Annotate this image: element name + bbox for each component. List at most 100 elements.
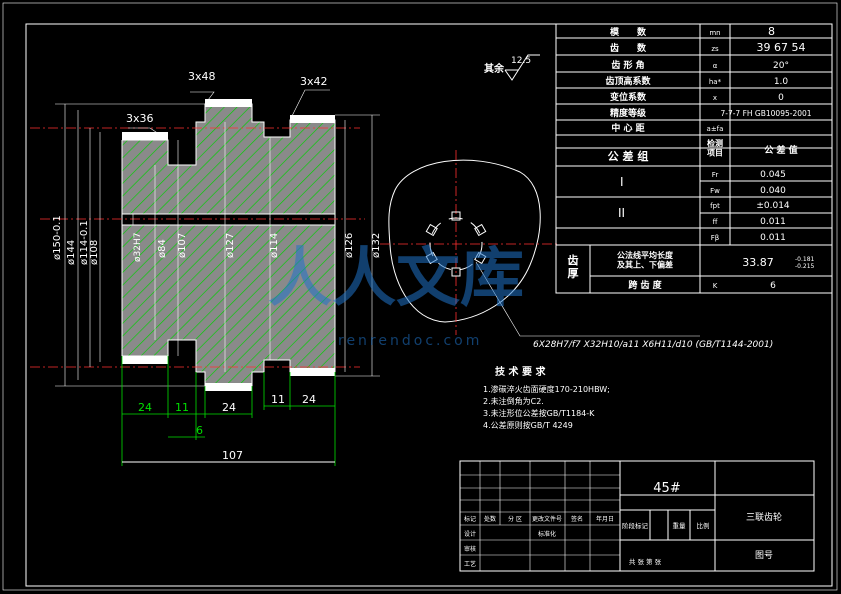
tooth-band-2-bottom [205, 383, 252, 391]
tol-value: 0.011 [760, 233, 786, 243]
drawing-number: 图号 [755, 550, 773, 561]
tol-sym: ff [713, 218, 718, 226]
dim-l24a: 24 [138, 401, 152, 414]
tol-sym: Fw [710, 187, 720, 195]
dim-l107: 107 [222, 449, 243, 462]
thickness-row1-label: 公法线平均长度及其上、下偏差 [617, 250, 674, 270]
param-sym: zs [711, 45, 719, 53]
std-label: 标准化 [538, 530, 556, 538]
dim-l11b: 11 [271, 393, 285, 406]
tech-item-1: 1.渗碳淬火齿面硬度170-210HBW; [483, 384, 610, 394]
sheets-label: 共 张 第 张 [629, 557, 662, 566]
param-label: 变位系数 [610, 91, 647, 103]
param-sym: ha* [709, 78, 722, 86]
chamfer-label-2: 3x42 [300, 75, 328, 88]
param-value: 7-7-7 FH GB10095-2001 [720, 109, 811, 118]
tol-group-header: 公 差 组 [608, 149, 649, 163]
param-value: 8 [768, 25, 775, 38]
param-label: 齿 数 [610, 42, 647, 54]
dim-d107: ø107 [177, 233, 188, 258]
tb-col-label: 更改文件号 [532, 515, 562, 523]
tol-sym: Fβ [711, 234, 720, 242]
thickness-row2-value: 6 [770, 281, 776, 291]
tech-item-4: 4.公差原则按GB/T 4249 [483, 420, 573, 430]
tooth-band-1-bottom [122, 356, 168, 364]
tol-value: 0.040 [760, 186, 786, 196]
dim-d126: ø126 [344, 233, 355, 258]
dim-l11a: 11 [175, 401, 189, 414]
tol-sym: Fr [712, 171, 719, 179]
tb-col-label: 年月日 [596, 515, 614, 523]
dim-d150: ø150-0.1 [52, 215, 63, 260]
param-value: 39 67 54 [757, 41, 806, 54]
tol-item-header: 检测项目 [707, 138, 723, 158]
check-label: 审核 [464, 545, 476, 553]
tech-title: 技 术 要 求 [495, 365, 546, 378]
param-label: 中 心 距 [611, 122, 644, 134]
weight-label: 重量 [673, 522, 687, 530]
tol-value-header: 公 差 值 [764, 144, 797, 156]
dim-d127: ø127 [225, 233, 236, 258]
dim-d114: ø114-0.1 [79, 220, 90, 265]
end-view-outline [388, 159, 541, 323]
diameter-dim-lines [55, 103, 380, 387]
param-label: 精度等级 [610, 107, 647, 119]
param-label: 模 数 [610, 26, 647, 38]
dim-d32: ø32H7 [133, 233, 143, 262]
dim-l24c: 24 [302, 393, 316, 406]
param-value: 20° [773, 61, 789, 71]
tb-col-label: 分 区 [508, 515, 522, 523]
watermark-url: renrendoc.com [338, 333, 482, 349]
roughness-label: 其余 [484, 62, 505, 75]
title-block-grid [459, 460, 815, 572]
tol-sym: fpt [710, 202, 720, 210]
tooth-band-1-top [122, 132, 168, 140]
param-sym: a±fa [707, 125, 724, 133]
spline-note: 6X28H7/f7 X32H10/a11 X6H11/d10 (GB/T1144… [533, 340, 773, 350]
param-label: 齿顶高系数 [605, 75, 651, 87]
stage-label: 阶段标记 [622, 521, 649, 530]
thickness-row1-dev: -0.181-0.215 [795, 256, 815, 270]
material: 45# [653, 481, 680, 496]
dim-d144: ø144 [66, 240, 77, 265]
lower-section-hatch [122, 225, 335, 386]
tooth-band-2-top [205, 99, 252, 107]
part-name: 三联齿轮 [746, 511, 782, 523]
watermark-brand: 人人文库 [268, 242, 524, 316]
thickness-row2-sym: K [713, 282, 718, 290]
tol-value: ±0.014 [756, 201, 790, 211]
upper-section-hatch [122, 104, 335, 214]
gear-outline [121, 103, 336, 387]
process-label: 工艺 [464, 560, 476, 568]
roughness-symbol [504, 54, 540, 81]
chamfer-leader-3 [128, 127, 169, 141]
spline-leader [475, 261, 700, 337]
chamfer-label-3: 3x36 [126, 112, 154, 125]
spline-hole [425, 211, 487, 277]
dim-d84: ø84 [157, 239, 168, 258]
drawing-frame [25, 23, 833, 587]
param-sym: x [713, 94, 717, 102]
chamfer-label-1: 3x48 [188, 70, 216, 83]
dim-d108: ø108 [89, 240, 100, 265]
tb-col-label: 标记 [464, 515, 476, 523]
param-table-text: 模 数 mn 8 齿 数 zs 39 67 54 齿 形 角 α 20° 齿顶高… [568, 25, 815, 291]
thickness-row2-label: 跨 齿 度 [628, 279, 662, 291]
scale-label: 比例 [697, 521, 710, 530]
chamfer-leader-1 [190, 91, 215, 105]
end-view [380, 150, 700, 337]
design-label: 设计 [464, 530, 476, 538]
dim-d114b: ø114 [269, 233, 280, 258]
param-value: 0 [778, 93, 784, 103]
tb-col-label: 处数 [484, 515, 496, 523]
tol-value: 0.045 [760, 170, 786, 180]
param-sym: mn [709, 29, 720, 37]
dim-d132: ø132 [371, 233, 382, 258]
length-dimensions [121, 356, 336, 466]
tol-value: 0.011 [760, 217, 786, 227]
roughness-value: 12.5 [511, 56, 531, 66]
tol-group-1: I [620, 175, 624, 189]
tech-item-2: 2.未注倒角为C2. [483, 396, 544, 406]
param-sym: α [713, 62, 718, 70]
gear-section [30, 89, 380, 391]
